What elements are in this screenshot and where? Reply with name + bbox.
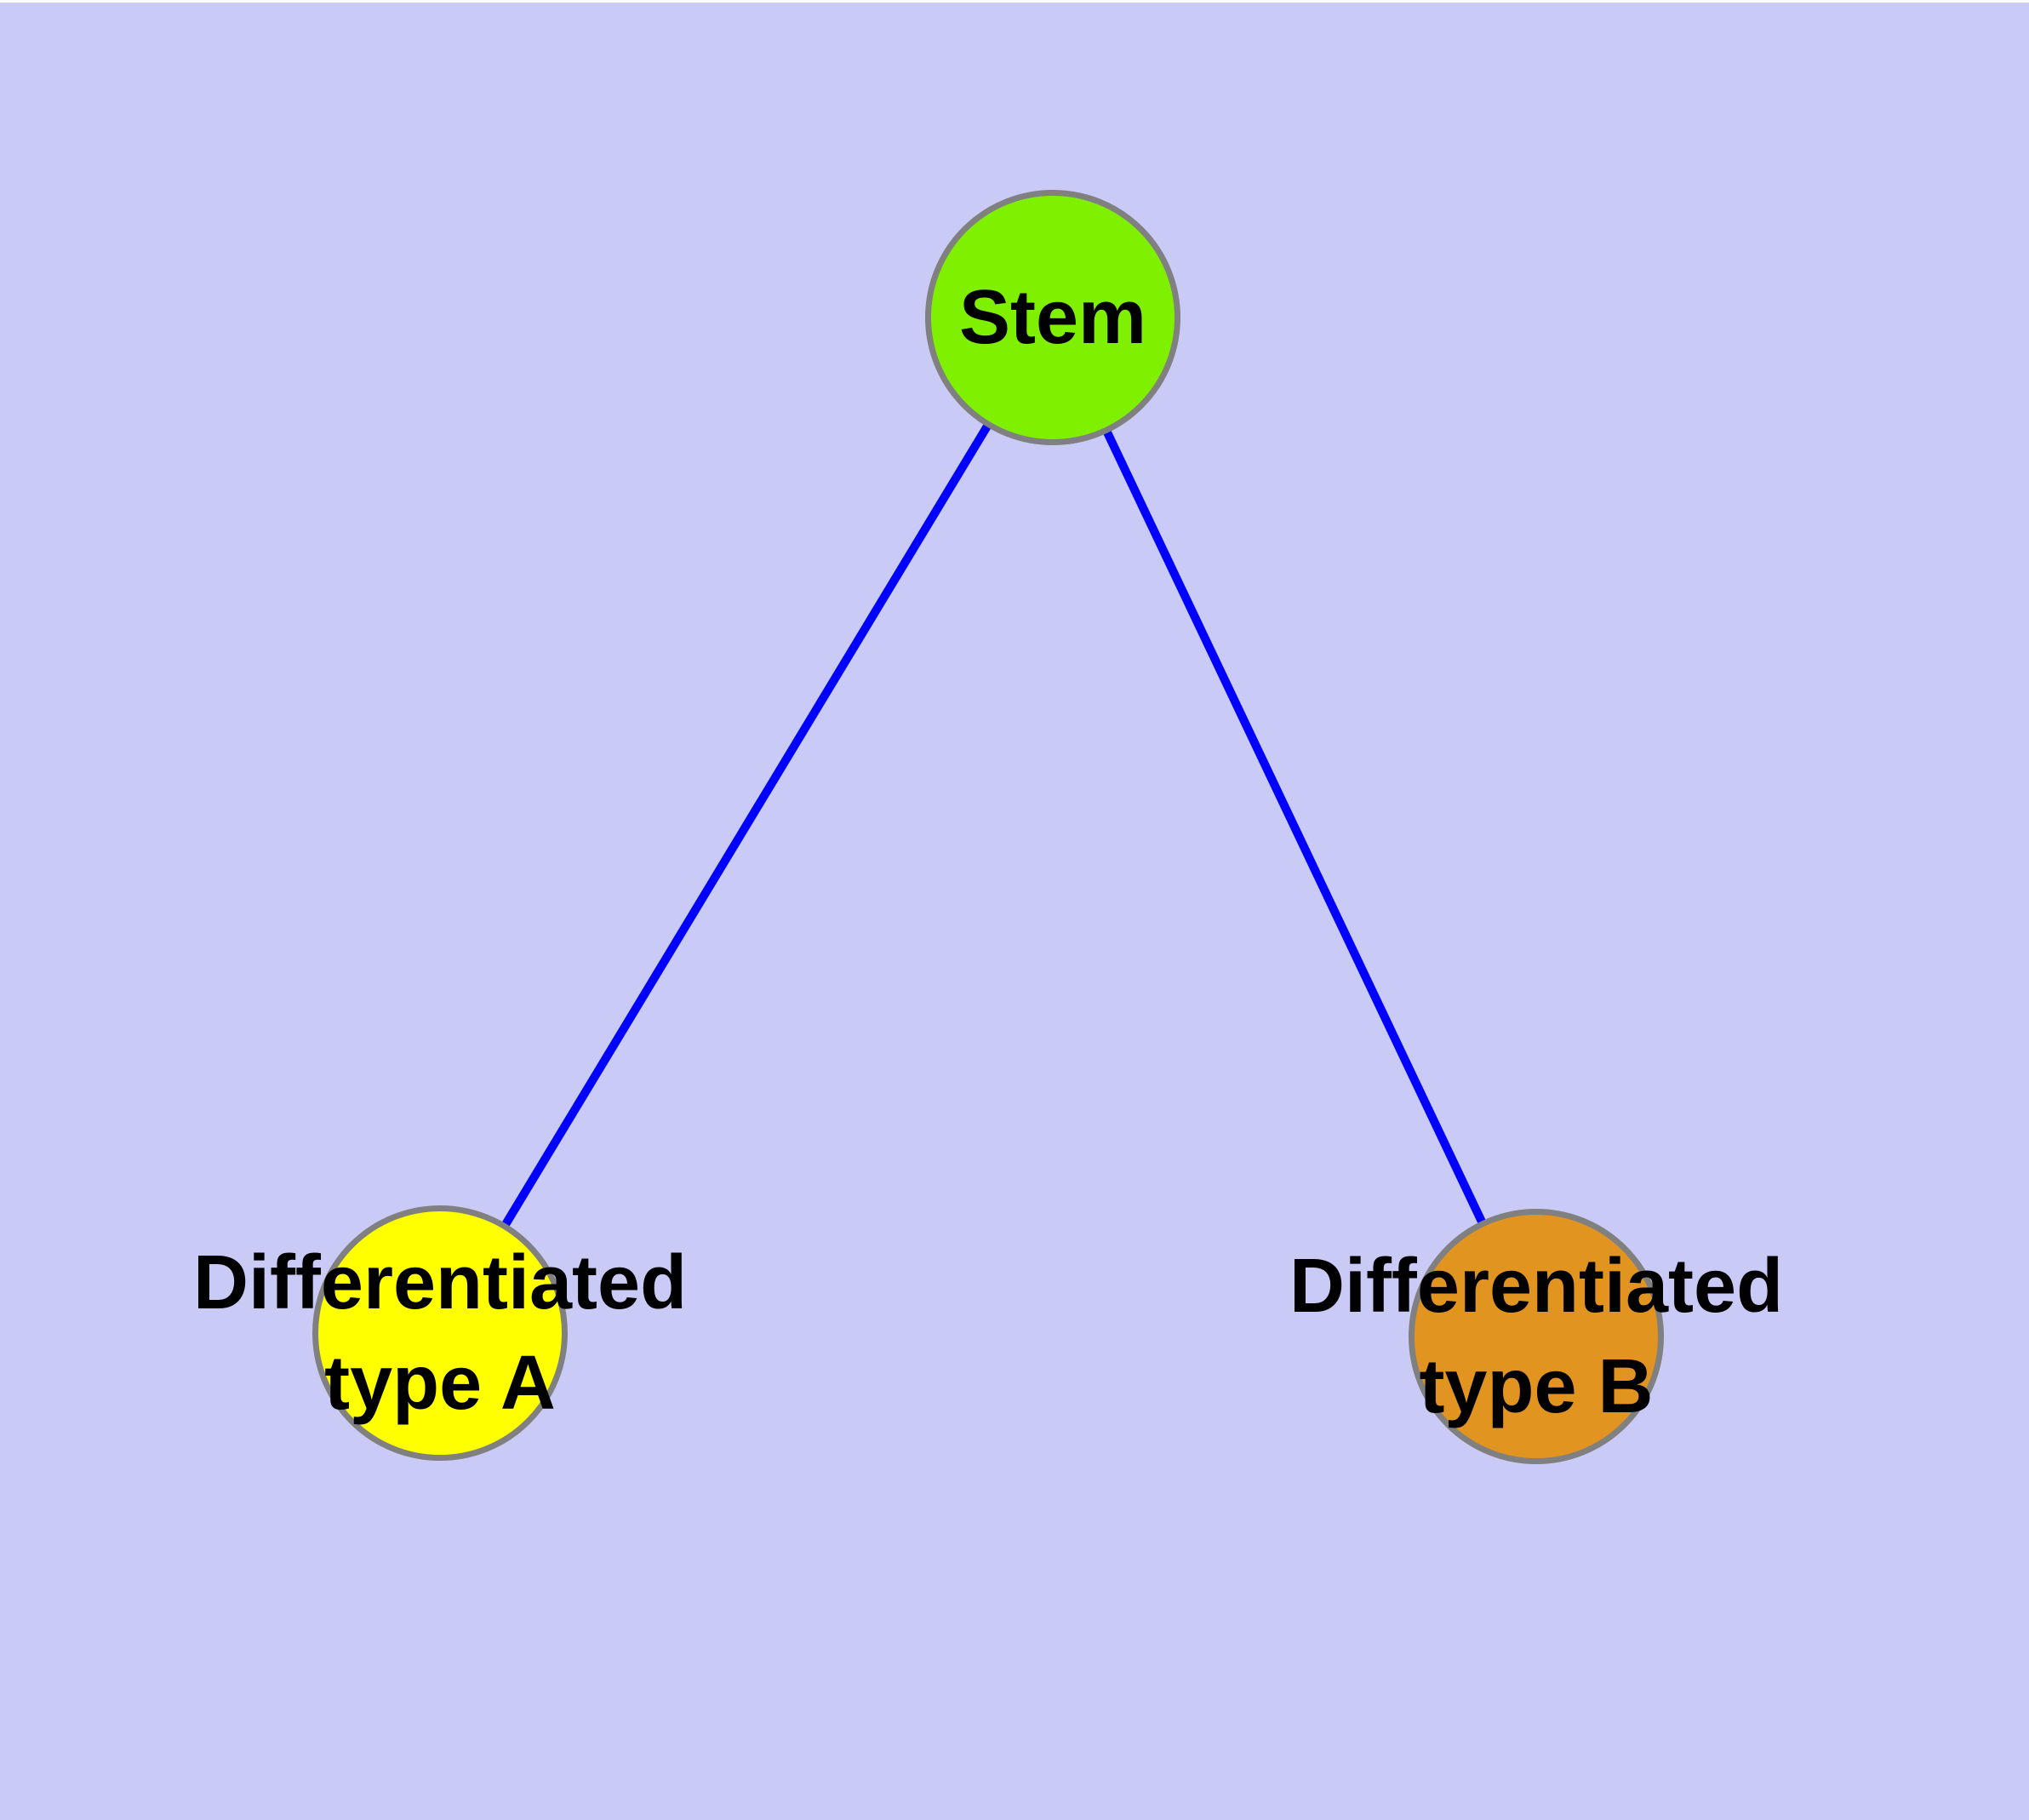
label-line: type A	[324, 1341, 556, 1426]
node-stem-label: Stem	[959, 267, 1146, 368]
edge-stem-to-type-b	[1049, 315, 1540, 1339]
node-differentiated-type-a-circle	[312, 1205, 568, 1461]
edge-stem-to-type-a	[436, 315, 1057, 1336]
label-line: type B	[1419, 1344, 1654, 1429]
label-line: Differentiated	[192, 1240, 688, 1325]
node-stem-circle	[925, 190, 1180, 445]
node-differentiated-type-b-label: Differentiated type B	[1289, 1236, 1783, 1437]
top-border-strip	[0, 0, 2029, 3]
label-line: Differentiated	[1289, 1244, 1784, 1329]
node-differentiated-type-b-circle	[1409, 1209, 1664, 1464]
node-differentiated-type-a-label: Differentiated type A	[193, 1233, 687, 1434]
label-line: Stem	[958, 275, 1147, 360]
